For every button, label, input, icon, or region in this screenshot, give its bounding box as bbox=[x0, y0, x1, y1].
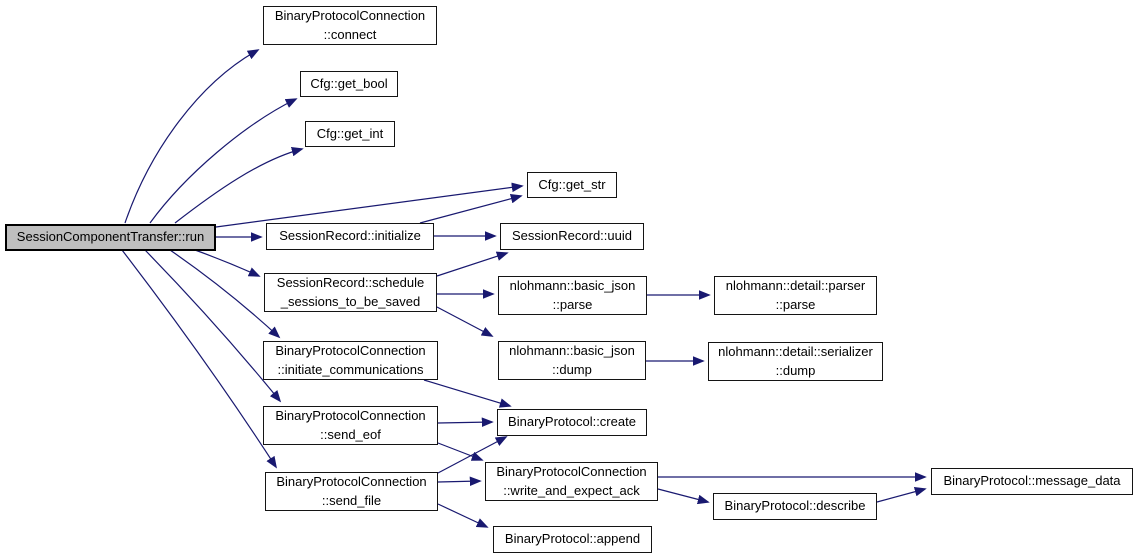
edge-initialize-get-str bbox=[419, 193, 523, 224]
node-nlohmann-basic-json-dump[interactable]: nlohmann::basic_json ::dump bbox=[498, 341, 646, 380]
edge-run-get-bool bbox=[149, 98, 298, 224]
node-bpc-write-and-expect-ack[interactable]: BinaryProtocolConnection ::write_and_exp… bbox=[485, 462, 658, 501]
edge-write-ack-describe bbox=[657, 488, 710, 505]
edge-run-initiate bbox=[169, 249, 281, 339]
edge-schedule-uuid bbox=[436, 251, 509, 277]
node-session-record-uuid[interactable]: SessionRecord::uuid bbox=[500, 223, 644, 250]
node-cfg-get-int[interactable]: Cfg::get_int bbox=[305, 121, 395, 147]
node-session-record-initialize[interactable]: SessionRecord::initialize bbox=[266, 223, 434, 250]
node-bpc-send-file[interactable]: BinaryProtocolConnection ::send_file bbox=[265, 472, 438, 511]
node-nlohmann-detail-serializer-dump[interactable]: nlohmann::detail::serializer ::dump bbox=[708, 342, 883, 381]
node-binary-protocol-describe[interactable]: BinaryProtocol::describe bbox=[713, 493, 877, 520]
edge-schedule-dump bbox=[436, 306, 494, 337]
node-nlohmann-detail-parser-parse[interactable]: nlohmann::detail::parser ::parse bbox=[714, 276, 877, 315]
node-binary-protocol-message-data[interactable]: BinaryProtocol::message_data bbox=[931, 468, 1133, 495]
node-session-record-schedule-sessions[interactable]: SessionRecord::schedule _sessions_to_be_… bbox=[264, 273, 437, 312]
edge-send-file-create bbox=[437, 436, 508, 474]
node-session-component-transfer-run[interactable]: SessionComponentTransfer::run bbox=[5, 224, 216, 251]
edge-run-schedule bbox=[194, 249, 261, 277]
edge-run-connect bbox=[124, 49, 260, 224]
node-bpc-initiate-communications[interactable]: BinaryProtocolConnection ::initiate_comm… bbox=[263, 341, 438, 380]
node-cfg-get-bool[interactable]: Cfg::get_bool bbox=[300, 71, 398, 97]
node-cfg-get-str[interactable]: Cfg::get_str bbox=[527, 172, 617, 198]
node-binary-protocol-append[interactable]: BinaryProtocol::append bbox=[493, 526, 652, 553]
edge-send-eof-create bbox=[437, 417, 494, 427]
edge-send-file-write-ack bbox=[437, 476, 482, 487]
edge-initiate-create bbox=[423, 379, 512, 408]
edge-run-send-file bbox=[121, 249, 277, 469]
edge-send-eof-write-ack bbox=[437, 442, 484, 461]
edge-send-file-append bbox=[437, 503, 489, 528]
edge-run-get-int bbox=[174, 146, 304, 224]
node-binary-protocol-connection-connect[interactable]: BinaryProtocolConnection ::connect bbox=[263, 6, 437, 45]
edge-describe-message-data bbox=[876, 487, 927, 503]
edge-run-get-str bbox=[215, 182, 524, 228]
edge-run-send-eof bbox=[144, 249, 282, 403]
node-binary-protocol-create[interactable]: BinaryProtocol::create bbox=[497, 409, 647, 436]
node-nlohmann-basic-json-parse[interactable]: nlohmann::basic_json ::parse bbox=[498, 276, 647, 315]
node-bpc-send-eof[interactable]: BinaryProtocolConnection ::send_eof bbox=[263, 406, 438, 445]
